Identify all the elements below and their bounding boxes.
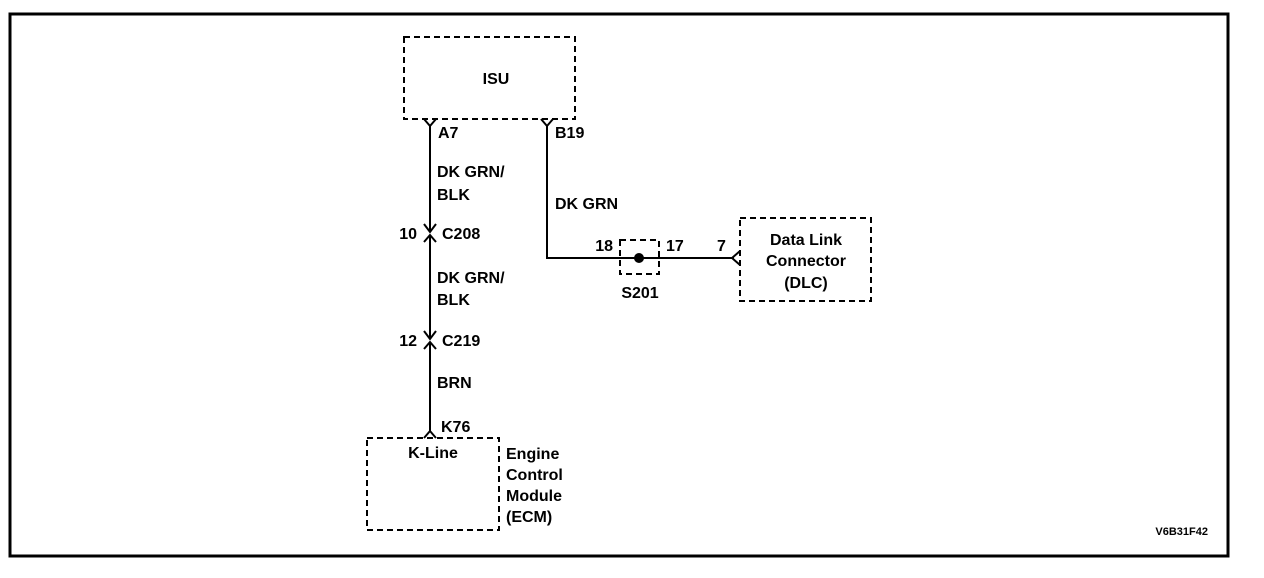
ecm-box bbox=[366, 437, 500, 531]
wire3-color: BRN bbox=[437, 375, 472, 392]
splice-right-pin: 17 bbox=[666, 238, 684, 255]
wire2-color-line1: DK GRN/ bbox=[437, 270, 505, 287]
diagram-frame bbox=[8, 12, 1230, 558]
ecm-name-line1: Engine bbox=[506, 446, 559, 463]
k76-terminal bbox=[423, 429, 437, 439]
ecm-name-line3: Module bbox=[506, 488, 562, 505]
a7-terminal bbox=[423, 118, 437, 128]
wire4-color: DK GRN bbox=[555, 196, 618, 213]
wire-b19-dlc bbox=[546, 126, 734, 259]
c219-label: C219 bbox=[442, 333, 480, 350]
splice-left-pin: 18 bbox=[595, 238, 613, 255]
splice-label: S201 bbox=[621, 285, 658, 302]
pin-k76: K76 bbox=[441, 419, 470, 436]
ecm-inner-label: K-Line bbox=[408, 445, 458, 462]
figure-id: V6B31F42 bbox=[1155, 526, 1208, 538]
splice-box bbox=[619, 239, 660, 275]
isu-label: ISU bbox=[483, 71, 510, 88]
c208-left-pin: 10 bbox=[399, 226, 417, 243]
dlc-terminal bbox=[730, 250, 741, 266]
splice-dot bbox=[634, 253, 644, 263]
b19-terminal bbox=[540, 118, 554, 128]
pin-b19: B19 bbox=[555, 125, 584, 142]
dlc-name-line2: Connector bbox=[766, 253, 846, 270]
wire2-color-line2: BLK bbox=[437, 292, 470, 309]
dlc-box bbox=[739, 217, 872, 302]
dlc-name-line3: (DLC) bbox=[784, 275, 828, 292]
c219-pin-upper bbox=[423, 330, 437, 341]
dlc-name-line1: Data Link bbox=[770, 232, 842, 249]
wire1-color-line2: BLK bbox=[437, 187, 470, 204]
dlc-pin: 7 bbox=[717, 238, 726, 255]
wire1-color-line1: DK GRN/ bbox=[437, 164, 505, 181]
c219-left-pin: 12 bbox=[399, 333, 417, 350]
pin-a7: A7 bbox=[438, 125, 459, 142]
isu-box bbox=[403, 36, 576, 120]
ecm-name-line4: (ECM) bbox=[506, 509, 552, 526]
c208-pin-upper bbox=[423, 223, 437, 234]
c208-label: C208 bbox=[442, 226, 480, 243]
ecm-name-line2: Control bbox=[506, 467, 563, 484]
